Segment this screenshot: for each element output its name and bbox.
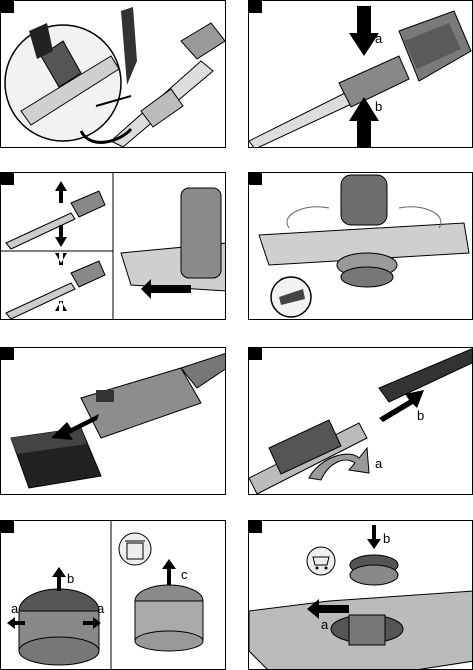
arrow-up-icon bbox=[52, 567, 66, 591]
guard-mounting-illustration bbox=[1, 173, 226, 320]
callout-label: a bbox=[11, 601, 19, 616]
figure-panel-6: b a bbox=[248, 347, 473, 495]
figure-panel-1 bbox=[0, 0, 226, 148]
shaft-assembly-illustration: b a bbox=[249, 348, 473, 495]
figure-panel-5 bbox=[0, 347, 226, 495]
clamp-illustration bbox=[1, 1, 226, 148]
callout-label: b bbox=[67, 571, 74, 586]
spool-removal-illustration: b a a c bbox=[1, 521, 226, 670]
callout-label: a bbox=[375, 456, 383, 471]
callout-label: b bbox=[417, 408, 424, 423]
figure-panel-4 bbox=[248, 172, 473, 320]
callout-label: c bbox=[181, 567, 188, 582]
figure-panel-2: a b bbox=[248, 0, 473, 148]
callout-label: a bbox=[97, 601, 105, 616]
figure-panel-8: b a bbox=[248, 520, 473, 670]
callout-label: a bbox=[375, 31, 383, 46]
figure-panel-7: b a a c bbox=[0, 520, 226, 670]
arrow-down-icon bbox=[55, 253, 67, 265]
battery-insertion-illustration bbox=[1, 348, 226, 495]
arrow-up-icon bbox=[55, 181, 67, 203]
motor-housing-illustration: a b bbox=[249, 1, 473, 148]
spool-insertion-illustration: b a bbox=[249, 521, 473, 670]
figure-panel-3 bbox=[0, 172, 226, 320]
trash-can-icon bbox=[119, 533, 151, 565]
callout-label: b bbox=[375, 99, 382, 114]
arrow-down-icon bbox=[55, 225, 67, 247]
arrow-up-icon bbox=[55, 301, 67, 311]
shopping-cart-icon bbox=[307, 547, 335, 575]
callout-label: a bbox=[321, 617, 329, 632]
callout-label: b bbox=[383, 531, 390, 546]
arrow-down-icon bbox=[367, 525, 381, 549]
trimmer-head-illustration bbox=[249, 173, 473, 320]
arrow-up-icon bbox=[162, 559, 176, 585]
